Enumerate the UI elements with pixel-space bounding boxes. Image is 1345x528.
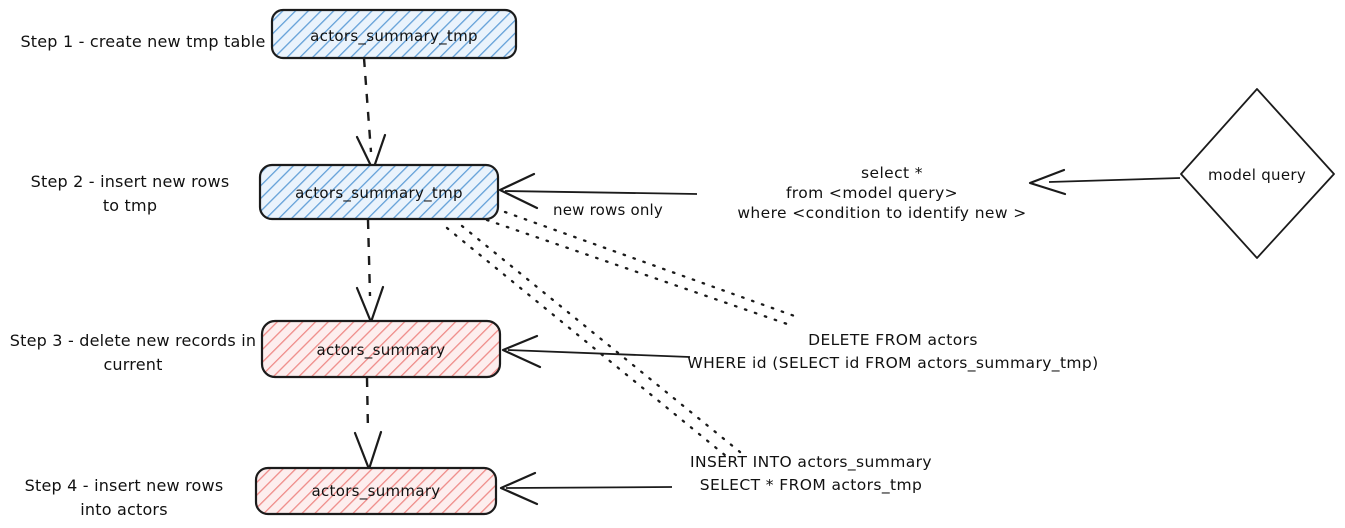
- edge-insertsql-to-node4: [499, 471, 673, 506]
- node-label: actors_summary_tmp: [310, 27, 478, 46]
- delete-sql-line-2: WHERE id (SELECT id FROM actors_summary_…: [687, 354, 1098, 373]
- step-label-4-line-1: Step 4 - insert new rows: [25, 476, 224, 495]
- edge-label-insert-sql: INSERT INTO actors_summary SELECT * FROM…: [690, 453, 932, 495]
- edge-node3-to-node4: [353, 377, 383, 471]
- node-actors-summary-step4[interactable]: actors_summary: [254, 466, 498, 516]
- step-label-3-line-2: current: [103, 355, 162, 374]
- step-label-4-line-2: into actors: [80, 500, 168, 519]
- node-label: model query: [1208, 166, 1306, 184]
- node-actors-summary-tmp-step2[interactable]: actors_summary_tmp: [258, 163, 500, 221]
- node-label: actors_summary_tmp: [295, 184, 463, 203]
- insert-sql-line-2: SELECT * FROM actors_tmp: [700, 476, 923, 495]
- node-model-query[interactable]: model query: [1180, 88, 1335, 259]
- edge-label-delete-sql: DELETE FROM actors WHERE id (SELECT id F…: [687, 331, 1098, 373]
- edge-deletesql-to-node3: [501, 334, 691, 369]
- node-label: actors_summary: [312, 482, 441, 501]
- model-query-sql-line-2: from <model query>: [786, 184, 958, 202]
- step-label-2-line-2: to tmp: [103, 196, 157, 215]
- step-label-4: Step 4 - insert new rows into actors: [25, 476, 224, 519]
- edge-modelquery-to-node2: [498, 168, 1181, 210]
- step-label-2-line-1: Step 2 - insert new rows: [31, 172, 230, 191]
- step-label-3: Step 3 - delete new records in current: [10, 331, 256, 374]
- model-query-sql-line-1: select *: [861, 164, 923, 182]
- node-actors-summary-step3[interactable]: actors_summary: [260, 319, 502, 379]
- delete-sql-line-1: DELETE FROM actors: [808, 331, 978, 349]
- edge-label-new-rows-only: new rows only: [553, 201, 663, 219]
- edge-node2-to-node3: [355, 219, 385, 324]
- dotted-connectors-from-node2: [445, 210, 802, 458]
- step-label-3-line-1: Step 3 - delete new records in: [10, 331, 256, 350]
- step-label-2: Step 2 - insert new rows to tmp: [31, 172, 230, 215]
- edge-label-text: new rows only: [553, 201, 663, 219]
- edge-node1-to-node2: [355, 57, 387, 172]
- insert-sql-line-1: INSERT INTO actors_summary: [690, 453, 932, 472]
- step-label-1: Step 1 - create new tmp table: [20, 32, 265, 51]
- step-label-1-line-1: Step 1 - create new tmp table: [20, 32, 265, 51]
- node-actors-summary-tmp-step1[interactable]: actors_summary_tmp: [270, 8, 518, 60]
- edge-label-model-query-sql: select * from <model query> where <condi…: [737, 164, 1026, 222]
- model-query-sql-line-3: where <condition to identify new >: [737, 204, 1026, 222]
- node-label: actors_summary: [317, 341, 446, 360]
